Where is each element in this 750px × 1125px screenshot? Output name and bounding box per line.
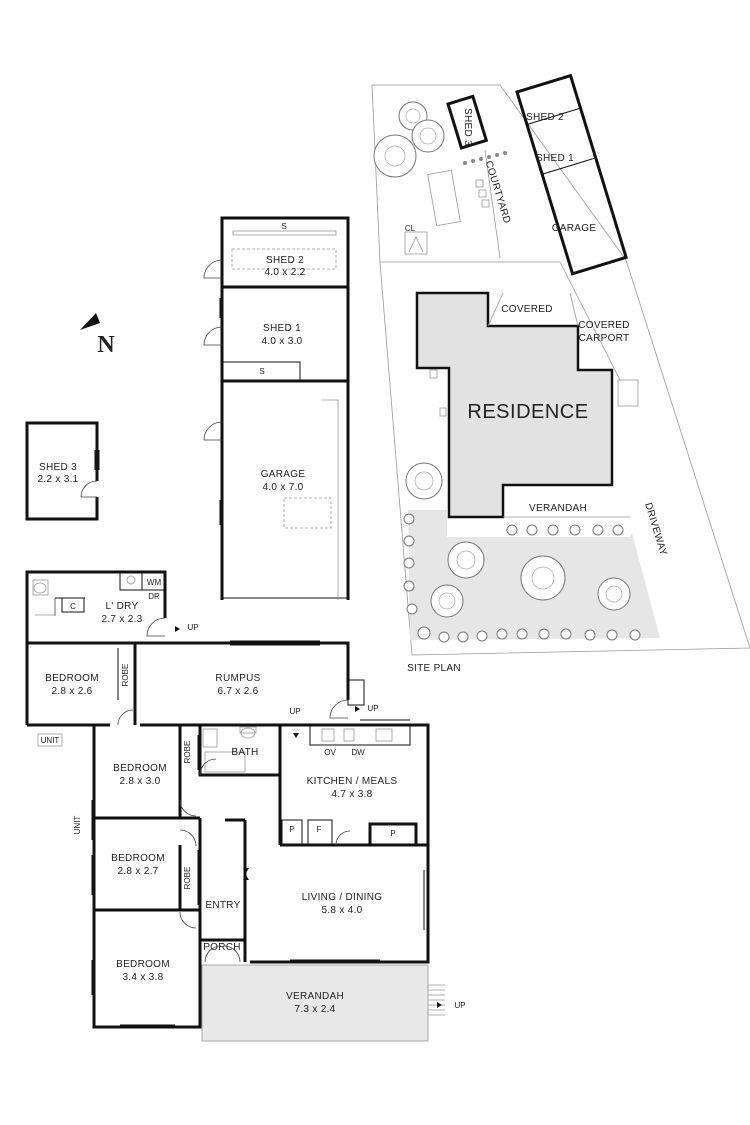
site-plan: SHED 2 SHED 1 GARAGE SHED 3 COURTYARD CL — [371, 73, 750, 674]
house-plan: C WM DR UP L' DRY 2.7 x 2.3 ROBE BEDROOM… — [25, 570, 466, 1042]
living-dim: 5.8 x 4.0 — [321, 905, 362, 916]
hall-up-label: UP — [289, 707, 300, 716]
bedroom-b-name: BEDROOM — [113, 763, 167, 774]
site-shed2-label: SHED 2 — [526, 112, 564, 123]
verandah-up-label: UP — [454, 1001, 465, 1010]
verandah-deck — [201, 964, 429, 1042]
site-covered-label: COVERED — [501, 304, 553, 315]
bedroom-c-name: BEDROOM — [111, 853, 165, 864]
laundry-dim: 2.7 x 2.3 — [101, 614, 142, 625]
laundry-up-label: UP — [187, 623, 198, 632]
site-carport-label-2: CARPORT — [579, 333, 630, 344]
bedroom-b-dim: 2.8 x 3.0 — [119, 776, 160, 787]
pantry-label-1: P — [289, 825, 294, 834]
bedroom-c-robe-label: ROBE — [183, 867, 192, 890]
site-shed3-label: SHED 3 — [462, 108, 473, 146]
site-verandah-label: VERANDAH — [529, 503, 587, 514]
shed3-name: SHED 3 — [39, 462, 77, 473]
site-clothesline-label: CL — [405, 224, 416, 233]
bath-name: BATH — [231, 747, 258, 758]
rumpus-up-label: UP — [367, 704, 378, 713]
dishwasher-label: DW — [351, 748, 365, 757]
site-shed1-label: SHED 1 — [536, 153, 574, 164]
bedroom-b-robe-label: ROBE — [183, 741, 192, 764]
site-outbuildings — [515, 73, 628, 276]
site-carport-label-1: COVERED — [578, 320, 630, 331]
pantry-label-2: P — [390, 829, 395, 838]
site-tree — [373, 134, 417, 178]
laundry-name: L' DRY — [106, 601, 139, 612]
north-arrow-icon: N — [80, 313, 115, 358]
shed1-name: SHED 1 — [263, 323, 301, 334]
fridge-label: F — [317, 825, 322, 834]
kitchen-dim: 4.7 x 3.8 — [331, 789, 372, 800]
site-plan-title: SITE PLAN — [407, 663, 461, 674]
unit-label-side: UNIT — [73, 816, 82, 835]
garage-dim: 4.0 x 7.0 — [262, 482, 303, 493]
shed2-shelf-label: S — [281, 222, 286, 231]
site-driveway-label: DRIVEWAY — [642, 502, 668, 557]
dryer-label: DR — [148, 592, 160, 601]
entry-name: ENTRY — [205, 900, 240, 911]
site-courtyard-label: COURTYARD — [483, 160, 513, 225]
shed1-dim: 4.0 x 3.0 — [261, 336, 302, 347]
kitchen-name: KITCHEN / MEALS — [307, 776, 398, 787]
bedroom-a-dim: 2.8 x 2.6 — [51, 686, 92, 697]
bedroom-d-dim: 3.4 x 3.8 — [122, 972, 163, 983]
bedroom-a-name: BEDROOM — [45, 673, 99, 684]
shed1-shelf-label: S — [259, 367, 264, 376]
bedroom-d-name: BEDROOM — [116, 959, 170, 970]
site-residence-label: RESIDENCE — [467, 401, 588, 423]
living-name: LIVING / DINING — [302, 892, 383, 903]
shed2-name: SHED 2 — [266, 255, 304, 266]
site-garage-label: GARAGE — [552, 223, 597, 234]
garage-block: S S SHED 2 4.0 x 2.2 SHED 1 4.0 x 3.0 GA… — [203, 216, 350, 600]
garage-name: GARAGE — [261, 469, 306, 480]
shed3-dim: 2.2 x 3.1 — [37, 474, 78, 485]
porch-name: PORCH — [203, 942, 241, 953]
washing-machine-label: WM — [147, 578, 162, 587]
bedroom-a-robe-label: ROBE — [121, 664, 130, 687]
site-courtyard — [404, 169, 490, 255]
linen-cupboard-label: C — [70, 602, 76, 611]
rumpus-dim: 6.7 x 2.6 — [217, 686, 258, 697]
oven-label: OV — [324, 748, 336, 757]
bedroom-c-dim: 2.8 x 2.7 — [117, 866, 158, 877]
rumpus-name: RUMPUS — [215, 673, 260, 684]
site-tree — [405, 462, 443, 500]
verandah-dim: 7.3 x 2.4 — [294, 1004, 335, 1015]
verandah-name: VERANDAH — [286, 991, 344, 1002]
shed3-room: SHED 3 2.2 x 3.1 — [25, 421, 100, 521]
north-letter: N — [97, 332, 115, 358]
shed2-dim: 4.0 x 2.2 — [264, 267, 305, 278]
unit-label-top: UNIT — [41, 736, 60, 745]
